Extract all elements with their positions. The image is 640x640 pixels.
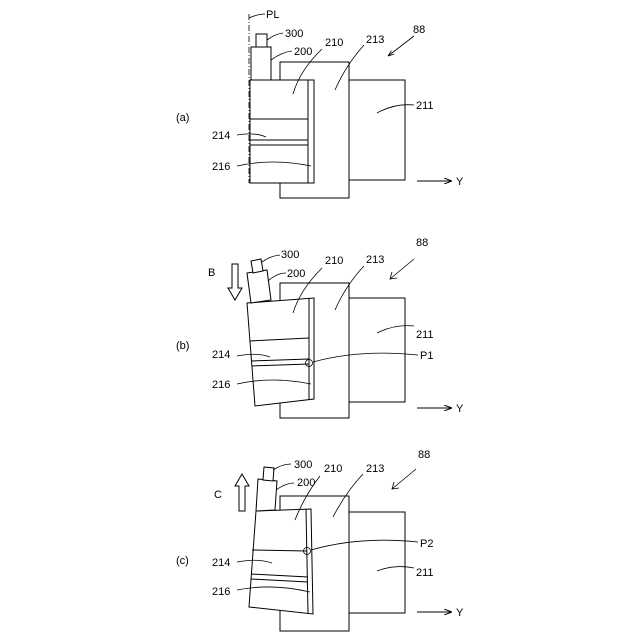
- component-200: [256, 479, 277, 511]
- label-200: 200: [294, 46, 312, 58]
- label-pl: PL: [266, 9, 279, 21]
- label-88: 88: [413, 24, 425, 36]
- panel-a: PL 300 200 210 213 88 211 (a) 214 216 Y: [176, 9, 464, 198]
- panel-label-b: (b): [176, 340, 189, 352]
- label-211: 211: [416, 100, 434, 112]
- label-300: 300: [281, 249, 299, 261]
- leader: [262, 255, 280, 262]
- block-211: [348, 80, 405, 180]
- element-210: [247, 298, 314, 406]
- label-216: 216: [212, 161, 230, 173]
- element-210: [250, 80, 314, 183]
- element-210: [249, 509, 313, 614]
- label-p1: P1: [420, 350, 433, 362]
- label-214: 214: [212, 349, 230, 361]
- label-216: 216: [212, 586, 230, 598]
- component-300: [263, 467, 274, 481]
- label-214: 214: [212, 130, 230, 142]
- label-213: 213: [366, 34, 384, 46]
- label-b: B: [208, 267, 215, 279]
- label-300: 300: [285, 28, 303, 40]
- label-214: 214: [212, 557, 230, 569]
- label-213: 213: [366, 254, 384, 266]
- arrow-88: [388, 36, 414, 56]
- label-c: C: [214, 489, 222, 501]
- label-88: 88: [418, 449, 430, 461]
- label-210: 210: [325, 37, 343, 49]
- leader: [268, 273, 286, 281]
- label-211: 211: [416, 329, 434, 341]
- component-300: [256, 34, 267, 47]
- leader-88: [390, 259, 414, 279]
- component-200: [247, 270, 271, 303]
- axis-y-label: Y: [456, 607, 464, 619]
- label-200: 200: [287, 268, 305, 280]
- label-210: 210: [325, 255, 343, 267]
- arrow-b: [228, 264, 242, 300]
- label-200: 200: [297, 477, 315, 489]
- block-211: [348, 298, 405, 402]
- leader: [267, 33, 283, 40]
- panel-label-a: (a): [176, 112, 189, 124]
- label-210: 210: [324, 463, 342, 475]
- leader: [273, 464, 291, 470]
- label-211: 211: [416, 567, 434, 579]
- panel-c: C 300 200 210 213 88 (c) P2 214 211 216 …: [176, 449, 464, 631]
- arrow-c: [235, 474, 249, 511]
- component-200: [251, 47, 271, 80]
- label-88: 88: [416, 237, 428, 249]
- label-213: 213: [366, 463, 384, 475]
- label-216: 216: [212, 379, 230, 391]
- panel-label-c: (c): [176, 555, 189, 567]
- component-300: [251, 259, 263, 273]
- label-300: 300: [294, 459, 312, 471]
- leader: [249, 14, 265, 18]
- leader: [276, 483, 294, 490]
- leader: [271, 51, 292, 60]
- axis-y-label: Y: [456, 403, 464, 415]
- label-p2: P2: [420, 538, 433, 550]
- panel-b: B 300 200 210 213 88 211 (b) 214 216 P1 …: [176, 237, 464, 418]
- axis-y-label: Y: [456, 176, 464, 188]
- leader-88: [392, 469, 416, 489]
- block-211: [348, 512, 405, 613]
